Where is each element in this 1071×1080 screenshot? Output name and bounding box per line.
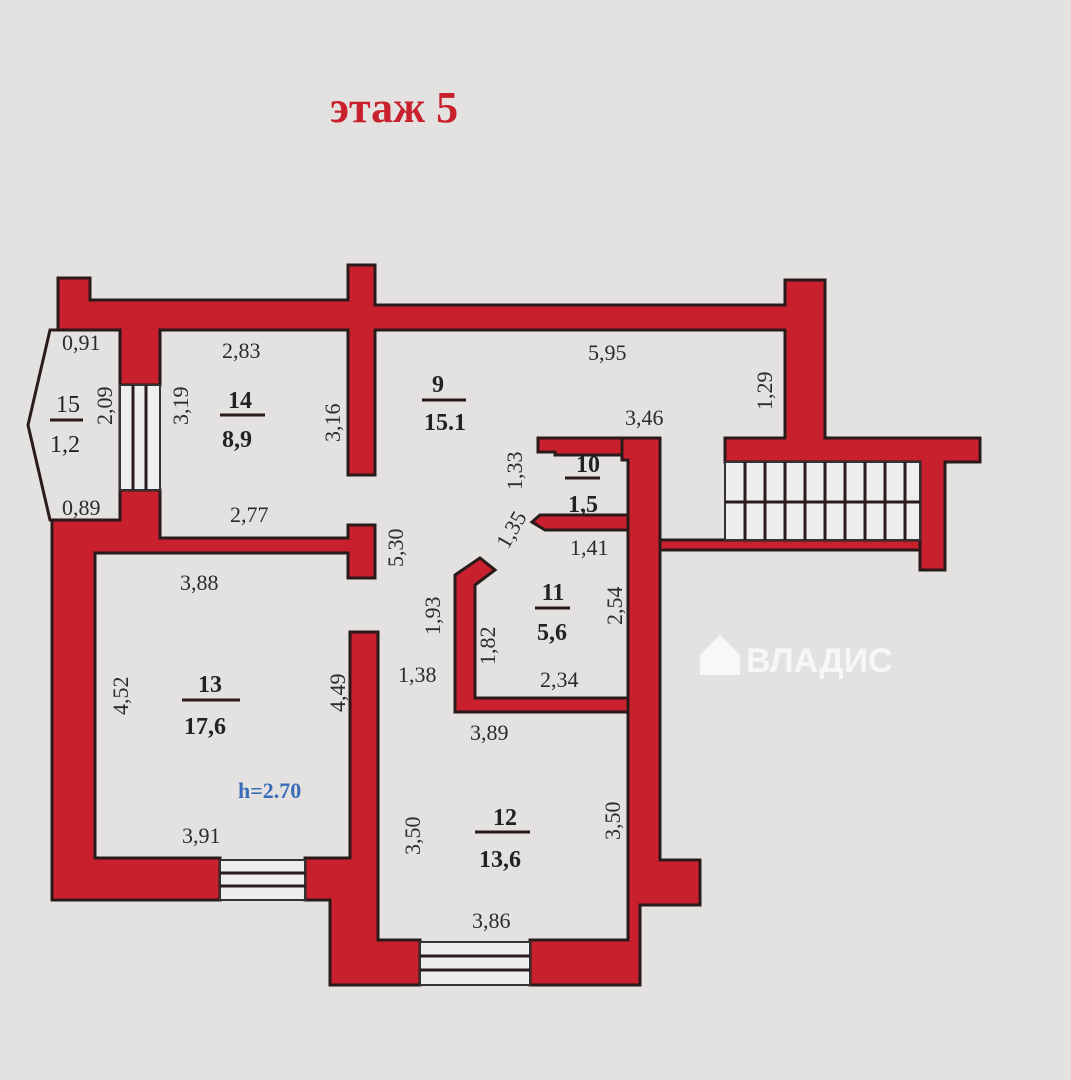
svg-text:5,6: 5,6 [537, 620, 567, 646]
svg-text:12: 12 [493, 805, 517, 831]
svg-text:8,9: 8,9 [222, 427, 252, 453]
svg-text:1,35: 1,35 [491, 507, 532, 553]
svg-text:2,09: 2,09 [92, 387, 117, 426]
svg-text:3,91: 3,91 [182, 823, 221, 848]
floor-title: этаж 5 [330, 83, 458, 132]
svg-text:3,89: 3,89 [470, 720, 509, 745]
ceiling-height: h=2.70 [238, 778, 301, 803]
svg-text:ВЛАДИС: ВЛАДИС [746, 642, 893, 680]
svg-text:4,49: 4,49 [325, 674, 350, 713]
room-9: 9 15.1 [422, 372, 466, 436]
svg-text:3,86: 3,86 [472, 908, 511, 933]
svg-text:15.1: 15.1 [424, 410, 466, 436]
svg-text:11: 11 [542, 580, 565, 606]
walls [50, 263, 982, 987]
room-14: 14 8,9 [220, 388, 265, 453]
svg-text:14: 14 [228, 388, 252, 414]
svg-text:0,91: 0,91 [62, 330, 101, 355]
svg-text:1,38: 1,38 [398, 662, 437, 687]
svg-text:1,33: 1,33 [502, 452, 527, 491]
room-11: 11 5,6 [535, 580, 570, 646]
svg-text:1,29: 1,29 [752, 372, 777, 411]
svg-text:5,30: 5,30 [383, 529, 408, 568]
svg-text:3,50: 3,50 [600, 802, 625, 841]
svg-text:1,41: 1,41 [570, 535, 609, 560]
room-12: 12 13,6 [475, 805, 530, 873]
svg-text:17,6: 17,6 [184, 714, 226, 740]
svg-text:3,50: 3,50 [400, 817, 425, 856]
svg-text:4,52: 4,52 [108, 677, 133, 716]
svg-text:13,6: 13,6 [479, 847, 521, 873]
room-15: 15 1,2 [50, 392, 83, 458]
svg-text:3,88: 3,88 [180, 570, 219, 595]
svg-text:5,95: 5,95 [588, 340, 627, 365]
svg-text:3,46: 3,46 [625, 405, 664, 430]
watermark-logo: ВЛАДИС [700, 635, 893, 680]
svg-text:2,83: 2,83 [222, 338, 261, 363]
svg-text:3,19: 3,19 [168, 387, 193, 426]
svg-text:13: 13 [198, 672, 222, 698]
room-13: 13 17,6 [182, 672, 240, 740]
svg-text:1,82: 1,82 [475, 627, 500, 666]
svg-text:3,16: 3,16 [320, 404, 345, 443]
svg-text:0,89: 0,89 [62, 495, 101, 520]
room-10: 10 1,5 [565, 452, 600, 518]
stairs [119, 384, 921, 986]
svg-text:1,5: 1,5 [568, 492, 598, 518]
svg-text:15: 15 [56, 392, 80, 418]
svg-text:2,34: 2,34 [540, 667, 579, 692]
dimensions: 0,91 2,09 0,89 2,83 3,19 3,16 2,77 5,95 … [62, 330, 777, 933]
svg-text:10: 10 [576, 452, 600, 478]
svg-text:9: 9 [432, 372, 444, 398]
svg-text:1,2: 1,2 [50, 432, 80, 458]
svg-text:1,93: 1,93 [420, 597, 445, 636]
svg-text:2,77: 2,77 [230, 502, 269, 527]
svg-text:2,54: 2,54 [602, 587, 627, 626]
